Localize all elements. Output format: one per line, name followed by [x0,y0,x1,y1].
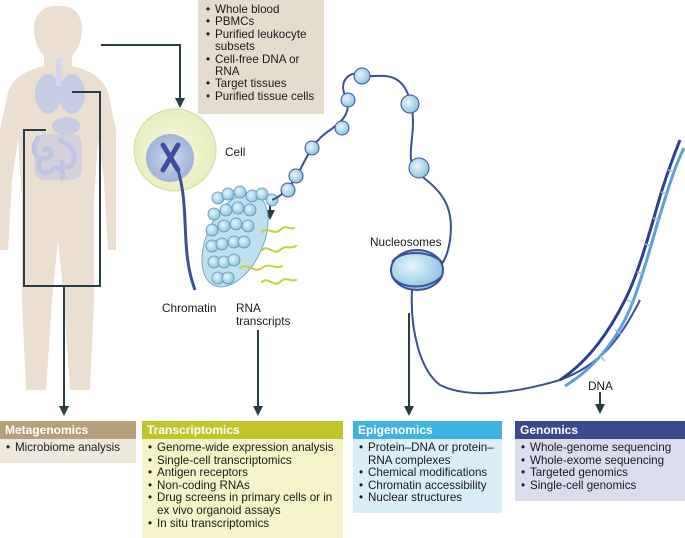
sample-item: Purified tissue cells [206,90,318,104]
list-item: Genome-wide expression analysis [148,441,337,455]
list-item: Microbiome analysis [6,441,130,455]
list-item: Drug screens in primary cells or in ex v… [148,492,337,517]
list-item: Single-cell transcriptomics [148,454,337,468]
list-item: Whole-genome sequencing [521,441,679,455]
list-item: Whole-exome sequencing [521,454,679,468]
genomics-title: Genomics [515,421,685,439]
list-item: Chromatin accessibility [359,479,496,493]
sample-item: Purified leukocyte subsets [206,28,318,54]
genomics-panel: Genomics Whole-genome sequencing Whole-e… [515,421,685,501]
human-body-figure [0,6,116,390]
sample-types-list: Whole blood PBMCs Purified leukocyte sub… [206,3,318,104]
genomics-list: Whole-genome sequencing Whole-exome sequ… [515,439,685,496]
epigenomics-title: Epigenomics [353,421,502,439]
list-item: Non-coding RNAs [148,479,337,493]
nucleosomes-label: Nucleosomes [370,235,442,249]
sample-item: Cell-free DNA or RNA [206,53,318,79]
sample-item: Whole blood [206,3,318,17]
metagenomics-title: Metagenomics [0,421,136,439]
cell-illustration [133,108,217,192]
sample-types-box: Whole blood PBMCs Purified leukocyte sub… [198,0,324,114]
transcriptomics-title: Transcriptomics [142,421,343,439]
dna-helix [559,139,685,388]
dna-label: DNA [588,379,613,393]
transcriptomics-list: Genome-wide expression analysis Single-c… [142,439,343,534]
list-item: Chemical modifications [359,467,496,480]
list-item: Antigen receptors [148,467,337,480]
transcriptomics-panel: Transcriptomics Genome-wide expression a… [142,421,343,538]
chromatin-label: Chromatin [162,301,217,315]
list-item: Single-cell genomics [521,479,679,493]
metagenomics-list: Microbiome analysis [0,439,136,459]
list-item: Targeted genomics [521,467,679,480]
list-item: Protein–DNA or protein–RNA complexes [359,441,496,467]
list-item: Nuclear structures [359,492,496,505]
metagenomics-panel: Metagenomics Microbiome analysis [0,421,136,463]
epigenomics-list: Protein–DNA or protein–RNA complexes Che… [353,439,502,509]
sample-item: Target tissues [206,78,318,92]
sample-item: PBMCs [206,15,318,29]
list-item: In situ transcriptomics [148,517,337,531]
rna-transcripts-label-line2: transcripts [236,314,291,328]
epigenomics-panel: Epigenomics Protein–DNA or protein–RNA c… [353,421,502,513]
rna-transcripts-label-line1: RNA [236,301,261,315]
cell-label: Cell [225,145,246,159]
chromatin-illustration [201,185,279,288]
